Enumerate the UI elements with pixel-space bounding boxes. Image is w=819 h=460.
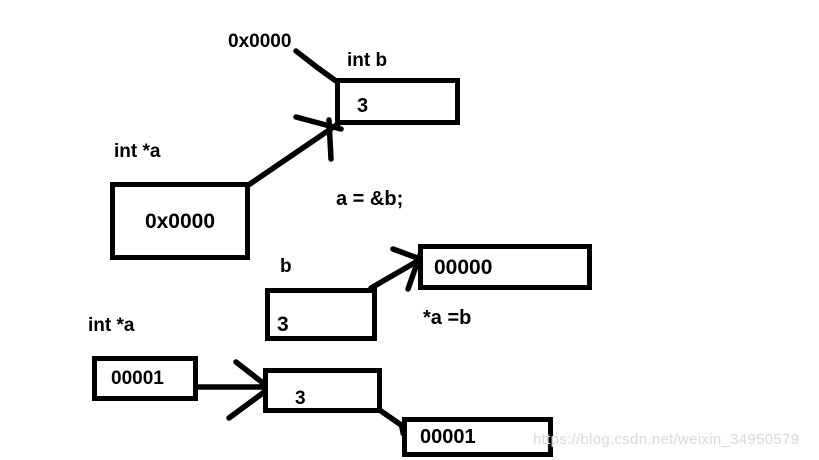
box-copied-value-text: 00001 xyxy=(420,426,476,448)
address-callout-line xyxy=(293,48,339,84)
box-pointer-a-step3-value: 00001 xyxy=(111,368,164,389)
box-pointer-a-value: 0x0000 xyxy=(144,209,216,233)
box-deref-value-text: 00000 xyxy=(434,255,493,279)
assignment-code-step1: a = &b; xyxy=(336,188,404,210)
var-a-label-step1: int *a xyxy=(114,141,161,162)
arrow-pointer-to-b-step3 xyxy=(196,359,275,421)
address-label: 0x0000 xyxy=(228,31,292,52)
box-int-b-value: 3 xyxy=(357,94,369,117)
arrow-a-points-to-b xyxy=(244,114,344,189)
box-b-step2-value: 3 xyxy=(277,313,289,336)
var-a-label-step3: int *a xyxy=(88,315,135,336)
box-deref-value: 00000 xyxy=(418,244,592,290)
box-copied-value: 00001 xyxy=(402,417,553,457)
var-b-label: int b xyxy=(347,50,388,71)
watermark: https://blog.csdn.net/weixin_34950579 xyxy=(533,431,800,448)
assignment-code-step2: *a =b xyxy=(423,307,472,329)
box-b-step3-value: 3 xyxy=(295,388,306,409)
var-b-label-step2: b xyxy=(280,256,292,277)
box-b-step3: 3 xyxy=(263,368,382,413)
box-pointer-a-step1: 0x0000 xyxy=(110,182,250,260)
box-int-b: 3 xyxy=(335,78,460,125)
box-pointer-a-step3: 00001 xyxy=(92,356,198,401)
box-b-step2: 3 xyxy=(265,288,377,341)
